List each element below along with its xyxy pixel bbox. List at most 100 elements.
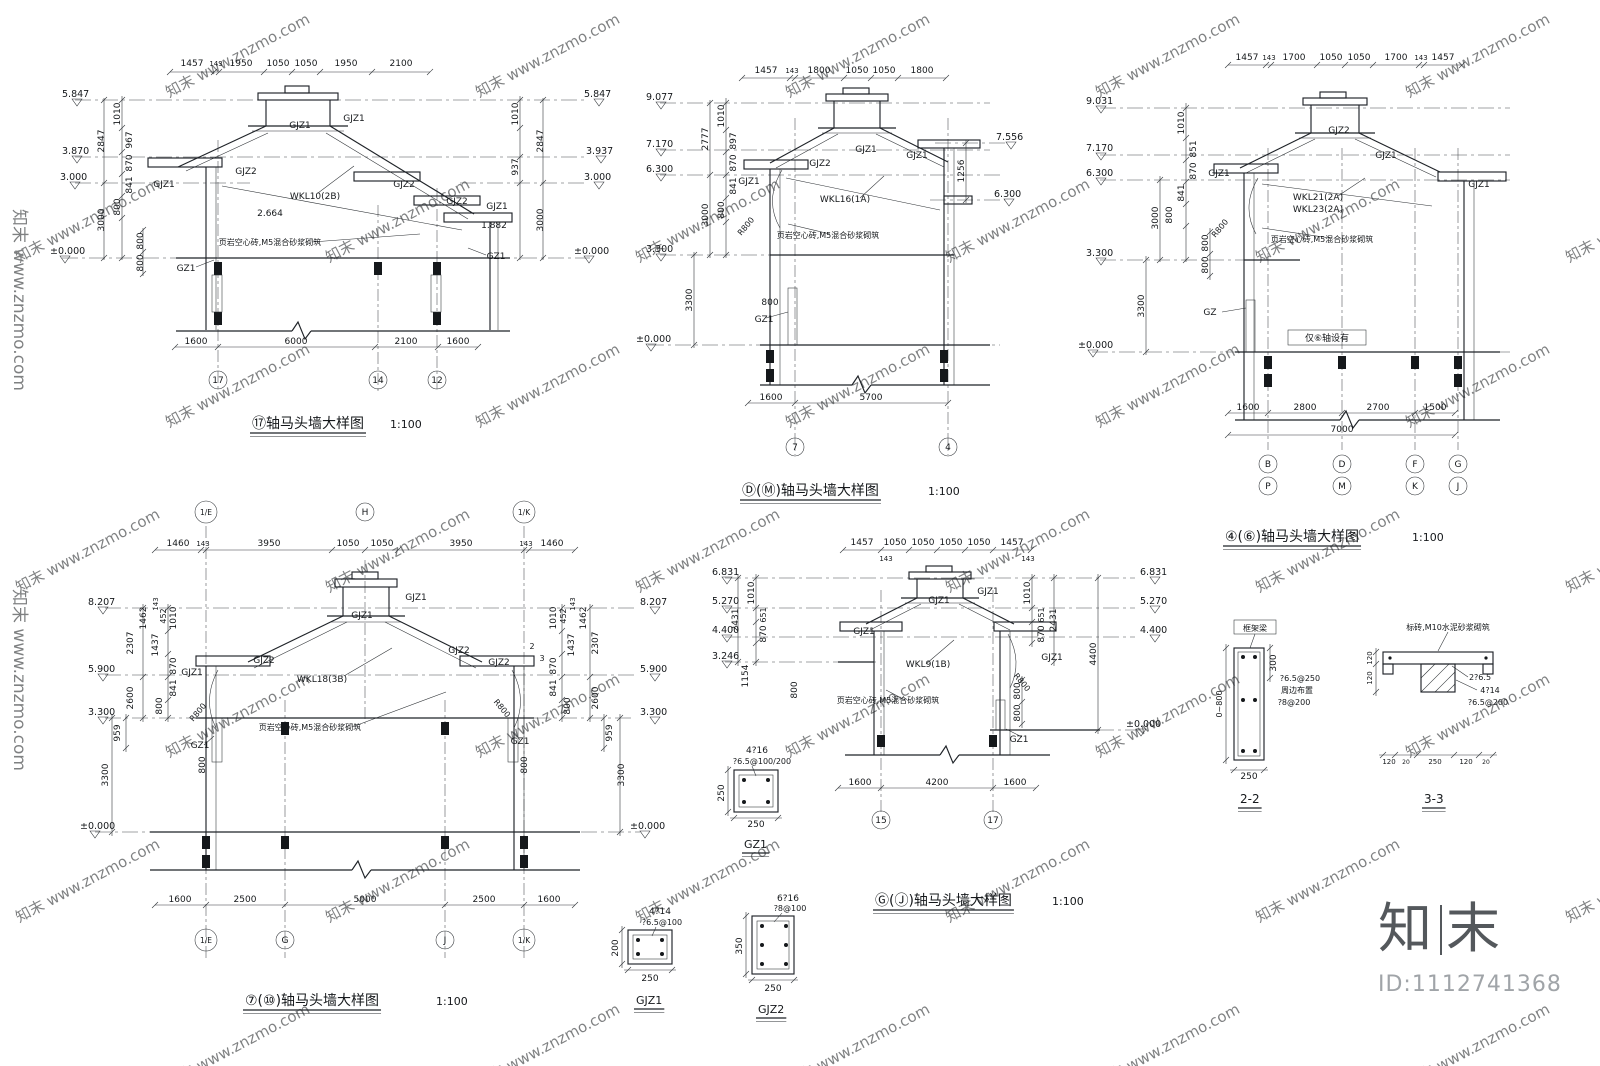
drawing-title: GJZ1 [636,994,662,1007]
axis-bubble-label: 15 [875,816,886,826]
dim-tick [368,68,376,76]
dim-label: 1700 [1385,53,1408,63]
dim-tick [1182,178,1190,186]
dim-label: 143 [785,67,798,75]
dim-label: 3 [539,654,544,663]
dim-tick [1028,574,1036,582]
dim-label: 3300 [1137,294,1147,317]
dim-label: 800 [563,697,573,714]
dim-label: ?6.5@200 [1468,698,1508,707]
dim-label: 143 [519,540,532,548]
drawing-title: GJZ2 [758,1003,784,1016]
drawing-title: Ⓖ(Ⓙ)轴马头墙大样图 [875,893,1012,909]
dim-tick [1266,674,1274,682]
dim-tick [328,546,336,554]
dim-label: 1437 [151,634,161,657]
dim-tick [744,399,752,407]
dim-tick [1050,658,1058,666]
axis-bubble [427,370,447,390]
dim-tick [786,74,794,82]
level-symbol [71,98,83,107]
dim-label: 1010 [549,606,559,629]
dim-label: 1050 [1320,53,1343,63]
level-symbol [97,673,109,682]
dim-label: 3000 [97,208,107,231]
dim-label: GJZ1 [1375,151,1397,161]
dim-label: 1010 [1177,111,1187,134]
dim-tick [558,673,566,681]
dim-label: 143 [209,60,222,68]
level-symbol [645,343,657,352]
elevation-label: 5.270 [712,596,739,607]
dim-label: 4?14 [1480,686,1500,695]
dim-tick [474,343,482,351]
watermark: 知末 www.znzmo.com [1093,340,1243,431]
watermark: 知末 www.znzmo.com [1403,670,1553,761]
dim-label: 959 [113,724,123,741]
dim-label: 250 [641,974,658,984]
dim-tick [616,714,624,722]
level-symbol [97,606,109,615]
elevation-label: 3.937 [586,146,613,157]
dim-tick [774,814,782,822]
dim-tick [742,912,750,920]
dim-label: 841 [549,679,559,696]
dim-label: GZ1 [511,737,530,747]
dim-tick [1267,61,1275,69]
drawing-scale: 1:100 [928,485,960,498]
dim-tick [600,714,608,722]
elevation-label: 3.246 [712,651,739,662]
level-symbol [89,830,101,839]
dim-label: 1600 [849,778,872,788]
dim-tick [834,784,842,792]
dim-tick [1182,156,1190,164]
dim-tick [752,618,760,626]
dim-label: 120 [1382,758,1395,766]
level-symbol [71,155,83,164]
dim-tick [933,546,941,554]
dim-label: 1050 [267,59,290,69]
dim-tick [962,196,970,204]
dim-label: 800 [1013,682,1023,699]
dim-tick [1032,784,1040,792]
dim-tick [1027,546,1035,554]
axis-bubble-label: M [1338,482,1346,492]
dim-label: 1010 [169,606,179,629]
axis-bubble-label: K [1412,482,1419,492]
drawing-scale: 1:100 [390,418,422,431]
dim-label: GJZ1 [486,202,508,212]
dim-tick [1182,134,1190,142]
watermark: 知末 www.znzmo.com [783,670,933,761]
axis-bubble-label: G [1455,460,1462,470]
dim-tick [1262,61,1270,69]
level-symbol [595,155,607,164]
dim-label: 1010 [747,581,757,604]
watermark: 知末 www.znzmo.com [323,835,473,926]
elevation-label: 5.900 [88,664,115,675]
watermark: 知末 www.znzmo.com [0,670,3,761]
dim-tick [520,901,528,909]
elevation-label: 6.831 [712,567,739,578]
dim-label: 周边布置 [1281,685,1313,695]
dim-label: GJZ1 [351,611,373,621]
dim-tick [1018,698,1026,706]
watermark: 知末 www.znzmo.com [9,209,29,391]
dim-label: 页岩空心砖,M5混合砂浆砌筑 [259,722,362,732]
dim-label: 841 [729,177,739,194]
dim-label: GJZ1 [855,145,877,155]
dim-tick [840,74,848,82]
dim-label: ?6.5@100 [642,918,682,927]
dim-label: 1600 [185,337,208,347]
dim-label: 841 [169,679,179,696]
dim-label: 2431 [731,609,741,632]
dim-tick [516,124,524,132]
dim-tick [1018,676,1026,684]
dim-label: 1256 [957,159,967,182]
dim-label: 0~800 [1215,690,1224,717]
watermark: 知末 www.znzmo.com [633,505,783,596]
dim-label: 3000 [1151,206,1161,229]
dim-tick [281,901,289,909]
dim-label: 350 [735,937,745,954]
dim-label: 页岩空心砖,M5混合砂浆砌筑 [837,695,940,705]
